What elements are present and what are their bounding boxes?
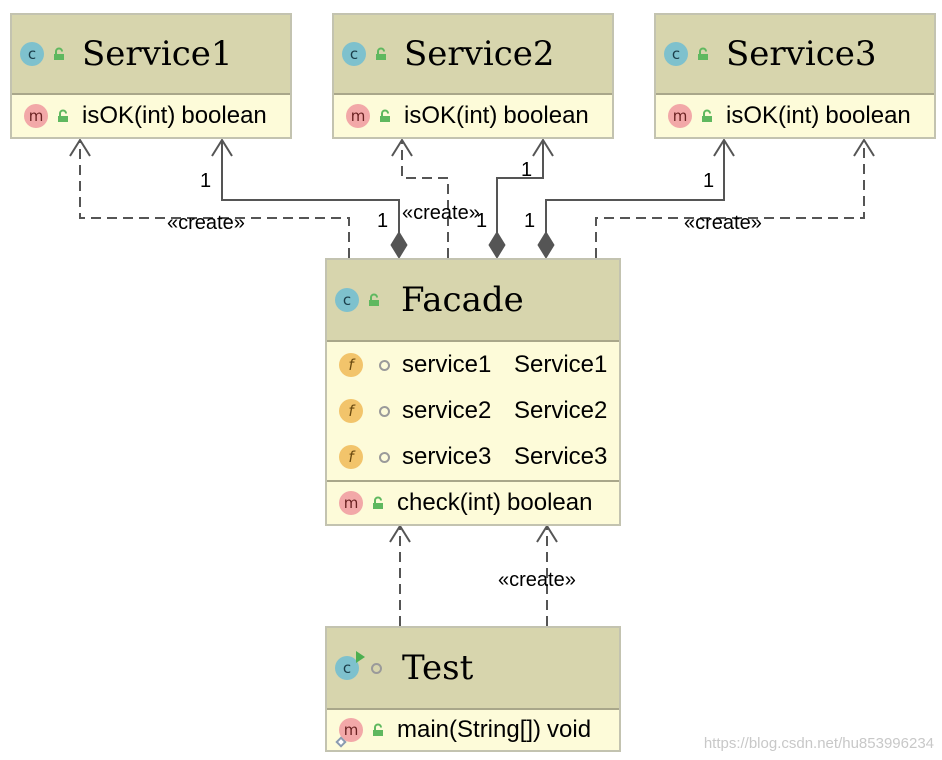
class-name: Service3 bbox=[726, 34, 877, 74]
class-service2[interactable]: c Service2 m isOK(int) boolean bbox=[332, 13, 614, 139]
method-icon: m bbox=[335, 718, 363, 748]
label-create-service2: «create» bbox=[402, 202, 480, 224]
field-icon: f bbox=[339, 353, 363, 377]
class-icon: c bbox=[342, 42, 366, 66]
method-icon: m bbox=[668, 104, 692, 128]
arrowhead-service1-composition bbox=[211, 138, 233, 157]
run-icon bbox=[356, 651, 365, 663]
method-name: main(String[]) bbox=[397, 716, 542, 743]
class-header: c Facade bbox=[327, 260, 619, 342]
diamond-service2 bbox=[488, 231, 506, 259]
arrowhead-facade-create bbox=[536, 524, 558, 543]
method-type: void bbox=[547, 716, 592, 743]
method-row[interactable]: m check(int) boolean bbox=[327, 480, 619, 524]
class-icon: c bbox=[20, 42, 44, 66]
field-type: Service3 bbox=[514, 443, 608, 470]
public-lock-icon bbox=[54, 47, 64, 60]
edge-facade-service2-create bbox=[401, 140, 449, 258]
class-service3[interactable]: c Service3 m isOK(int) boolean bbox=[654, 13, 936, 139]
class-icon: c bbox=[335, 288, 359, 312]
public-lock-icon bbox=[380, 109, 390, 122]
public-lock-icon bbox=[373, 496, 383, 509]
multiplicity-service3-source: 1 bbox=[524, 210, 536, 232]
method-name: isOK(int) bbox=[82, 102, 176, 129]
diamond-service3 bbox=[537, 231, 555, 259]
edge-facade-service1-create bbox=[79, 140, 350, 258]
field-type: Service1 bbox=[514, 351, 608, 378]
field-icon: f bbox=[339, 399, 363, 423]
method-name: check(int) bbox=[397, 489, 502, 516]
label-create-service1: «create» bbox=[167, 212, 245, 234]
field-name: service2 bbox=[402, 397, 492, 424]
public-lock-icon bbox=[373, 723, 383, 736]
public-lock-icon bbox=[698, 47, 708, 60]
class-facade[interactable]: c Facade f service1 Service1 f service2 … bbox=[325, 258, 621, 526]
method-name: isOK(int) bbox=[404, 102, 498, 129]
class-header: c Service1 bbox=[12, 15, 290, 95]
diamond-service1 bbox=[390, 231, 408, 259]
class-icon: c bbox=[335, 651, 365, 680]
arrowhead-facade-dependency bbox=[389, 524, 411, 543]
watermark: https://blog.csdn.net/hu853996234 bbox=[703, 735, 934, 752]
class-name: Service1 bbox=[82, 34, 233, 74]
class-name: Facade bbox=[401, 280, 524, 320]
class-service1[interactable]: c Service1 m isOK(int) boolean bbox=[10, 13, 292, 139]
multiplicity-service2-target: 1 bbox=[521, 159, 533, 181]
class-header: c Service3 bbox=[656, 15, 934, 95]
edge-facade-service2-composition bbox=[496, 140, 544, 238]
public-lock-icon bbox=[702, 109, 712, 122]
arrowhead-service3-create bbox=[853, 138, 875, 157]
method-icon: m bbox=[24, 104, 48, 128]
edge-facade-service1-composition bbox=[221, 140, 400, 238]
method-row[interactable]: m isOK(int) boolean bbox=[334, 95, 612, 137]
package-private-icon bbox=[379, 451, 390, 463]
edge-facade-service3-composition bbox=[545, 140, 725, 238]
method-row[interactable]: m main(String[]) void bbox=[327, 710, 619, 750]
multiplicity-service2-source: 1 bbox=[476, 210, 488, 232]
method-type: boolean bbox=[503, 102, 589, 129]
label-create-service3: «create» bbox=[684, 212, 762, 234]
method-row[interactable]: m isOK(int) boolean bbox=[656, 95, 934, 137]
edge-facade-service3-create bbox=[595, 140, 865, 258]
method-name: isOK(int) bbox=[726, 102, 820, 129]
class-icon: c bbox=[664, 42, 688, 66]
class-header: c Test bbox=[327, 628, 619, 710]
arrowhead-service2-create bbox=[391, 138, 413, 157]
package-private-icon bbox=[379, 405, 390, 417]
multiplicity-service3-target: 1 bbox=[703, 170, 715, 192]
method-type: boolean bbox=[507, 489, 593, 516]
method-icon: m bbox=[339, 491, 363, 515]
method-row[interactable]: m isOK(int) boolean bbox=[12, 95, 290, 137]
field-icon: f bbox=[339, 445, 363, 469]
public-lock-icon bbox=[369, 293, 379, 306]
field-row[interactable]: f service1 Service1 bbox=[327, 342, 619, 388]
multiplicity-service1-target: 1 bbox=[200, 170, 212, 192]
arrowhead-service3-composition bbox=[713, 138, 735, 157]
public-lock-icon bbox=[58, 109, 68, 122]
arrowhead-service2-composition bbox=[532, 138, 554, 157]
package-private-icon bbox=[379, 359, 390, 371]
multiplicity-service1-source: 1 bbox=[377, 210, 389, 232]
class-test[interactable]: c Test m main(String[]) void bbox=[325, 626, 621, 752]
class-name: Service2 bbox=[404, 34, 555, 74]
method-type: boolean bbox=[825, 102, 911, 129]
label-create-facade: «create» bbox=[498, 569, 576, 591]
field-name: service3 bbox=[402, 443, 492, 470]
field-row[interactable]: f service2 Service2 bbox=[327, 388, 619, 434]
method-icon: m bbox=[346, 104, 370, 128]
field-row[interactable]: f service3 Service3 bbox=[327, 434, 619, 480]
class-name: Test bbox=[402, 648, 474, 688]
public-lock-icon bbox=[376, 47, 386, 60]
static-icon bbox=[335, 736, 347, 748]
arrowhead-service1-create bbox=[69, 138, 91, 157]
class-header: c Service2 bbox=[334, 15, 612, 95]
field-name: service1 bbox=[402, 351, 492, 378]
package-private-icon bbox=[371, 662, 382, 674]
field-type: Service2 bbox=[514, 397, 608, 424]
method-type: boolean bbox=[181, 102, 267, 129]
